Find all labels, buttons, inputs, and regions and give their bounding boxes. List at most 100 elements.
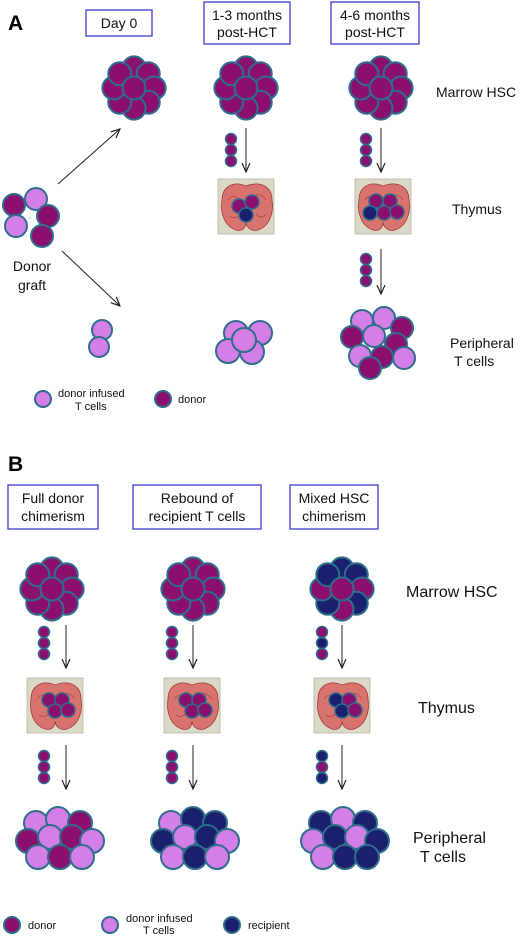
panel-a-row-marrow-hsc: Marrow HSC — [436, 84, 516, 100]
timepoint-4-6-line2: post-HCT — [345, 24, 405, 40]
peripheral-a-1-3-cell — [231, 327, 257, 353]
arrow-graft-to-peripheral — [61, 250, 120, 306]
peripheral-a-1-3 — [215, 320, 273, 365]
thymus-cells-b-rebound — [178, 692, 213, 719]
panel-a-row-peripheral-line1: Peripheral — [450, 335, 514, 351]
scenario-full-donor-line2: chimerism — [21, 508, 85, 524]
peripheral-a-4-6-cell — [358, 356, 382, 380]
donor-graft — [2, 187, 60, 248]
thymus-cells-a-4-6-cell — [376, 205, 392, 221]
timepoint-1-3-line1: 1-3 months — [212, 7, 282, 23]
progenitor-stack-b-rebound — [165, 625, 179, 661]
peripheral-a-4-6-cell — [362, 324, 386, 348]
donor-graft-line1: Donor — [13, 258, 51, 274]
donor-graft-cell — [4, 214, 28, 238]
thymus-cells-b-mixed-cell — [334, 703, 350, 719]
scenario-rebound-line1: Rebound of — [161, 490, 234, 506]
marrow-hsc-cluster-4-6 — [348, 55, 414, 121]
panel-b-row-thymus: Thymus — [418, 700, 475, 717]
thymus-cells-a-1-3-cell — [238, 207, 254, 223]
peripheral-b-full-cell — [47, 844, 73, 870]
thymus-cells-b-mixed — [328, 692, 363, 719]
donor-graft-line2: graft — [18, 277, 46, 293]
panel-b-scenario-boxes: Full donor chimerism Rebound of recipien… — [7, 484, 379, 530]
panel-a-thymus-cells — [231, 193, 405, 223]
progenitor-stack-b-mixed-cell — [315, 625, 329, 639]
marrow-hsc-cluster-mixed — [309, 556, 375, 622]
donor-graft-cell — [30, 224, 54, 248]
legend-b-donor: donor — [28, 920, 56, 932]
progenitor-stack-b-rebound-cell — [165, 625, 179, 639]
timepoint-1-3-line2: post-HCT — [217, 24, 277, 40]
marrow-hsc-cluster-day0-cell — [121, 75, 147, 101]
marrow-hsc-cluster-mixed-cell — [329, 576, 355, 602]
progenitor-stack-a-1-3-cell — [224, 132, 238, 146]
panel-a-row-thymus: Thymus — [452, 201, 502, 217]
thymus-cells-a-4-6-cell — [389, 204, 405, 220]
panel-a-label: A — [8, 12, 23, 35]
progenitor-stack-b-full-cell — [37, 636, 51, 650]
progenitor-stack-b-rebound-cell — [165, 636, 179, 650]
peripheral-b-mixed-cell — [354, 844, 380, 870]
peripheral-b-full — [15, 806, 105, 870]
peripheral-b-rebound-cell — [160, 844, 186, 870]
thymus-cells-b-full-cell — [60, 702, 76, 718]
progenitor-stack-a-4-6-cell — [359, 154, 373, 168]
thymus-cells-a-4-6-cell — [382, 193, 398, 209]
legend-a-donor: donor — [178, 394, 206, 406]
thymus-cells-a-1-3 — [231, 194, 260, 223]
progenitor-stack-a-1-3-cell — [224, 154, 238, 168]
thymus-cells-b-mixed-cell — [347, 702, 363, 718]
marrow-hsc-cluster-1-3 — [213, 55, 279, 121]
peripheral-b-mixed-cell — [310, 844, 336, 870]
legend-a-donor-swatch — [154, 390, 172, 408]
progenitor-stack-b-rebound-cell — [165, 647, 179, 661]
donor-graft-cell — [2, 193, 26, 217]
marrow-hsc-cluster-4-6-cell — [368, 75, 394, 101]
peripheral-b-mixed — [300, 806, 390, 870]
timepoint-4-6-line1: 4-6 months — [340, 7, 410, 23]
thymus-cells-b-rebound-cell — [184, 703, 200, 719]
panel-b-legend: donor donor infused T cells recipient — [3, 913, 290, 937]
thymocyte-stack-b-rebound-cell — [165, 771, 179, 785]
panel-b-row-peripheral-line2: T cells — [420, 849, 466, 866]
progenitor-stack-a-4-6-cell — [359, 143, 373, 157]
thymocyte-stack-a-4-6-cell — [359, 274, 373, 288]
thymocyte-stack-b-full-cell — [37, 760, 51, 774]
peripheral-b-rebound — [150, 806, 240, 870]
thymocyte-stack-b-mixed-cell — [315, 749, 329, 763]
thymocyte-stack-b-full-cell — [37, 749, 51, 763]
progenitor-stack-b-full-cell — [37, 625, 51, 639]
thymocyte-stack-b-mixed-cell — [315, 771, 329, 785]
legend-b-recipient: recipient — [248, 920, 290, 932]
legend-b-infused-line1: donor infused — [126, 913, 193, 925]
peripheral-b-rebound-cell — [204, 844, 230, 870]
peripheral-a-day0 — [88, 319, 113, 358]
donor-graft-cell — [24, 187, 48, 211]
scenario-box-mixed-hsc — [289, 484, 379, 530]
marrow-hsc-cluster-day0 — [101, 55, 167, 121]
peripheral-a-day0-cell — [88, 336, 110, 358]
marrow-hsc-cluster-full-donor — [19, 556, 85, 622]
peripheral-b-mixed-cell — [332, 844, 358, 870]
marrow-hsc-cluster-rebound — [160, 556, 226, 622]
timepoint-box-1-3-months — [203, 1, 291, 45]
panel-b-cells — [15, 556, 390, 870]
thymocyte-stack-b-mixed — [315, 749, 329, 785]
thymocyte-stack-a-4-6-cell — [359, 263, 373, 277]
legend-b-infused-swatch — [101, 916, 119, 934]
progenitor-stack-a-1-3-cell — [224, 143, 238, 157]
thymocyte-stack-a-4-6 — [359, 252, 373, 288]
peripheral-b-full-cell — [69, 844, 95, 870]
progenitor-stack-b-mixed-cell — [315, 636, 329, 650]
legend-a-infused-line2: T cells — [75, 401, 107, 413]
progenitor-stack-b-full — [37, 625, 51, 661]
thymocyte-stack-b-mixed-cell — [315, 760, 329, 774]
scenario-full-donor-line1: Full donor — [22, 490, 85, 506]
timepoint-box-4-6-months — [330, 1, 420, 45]
thymocyte-stack-b-full — [37, 749, 51, 785]
panel-a-timepoint-boxes: Day 0 1-3 months post-HCT 4-6 months pos… — [85, 1, 420, 45]
thymocyte-stack-b-rebound-cell — [165, 749, 179, 763]
peripheral-b-full-cell — [25, 844, 51, 870]
thymocyte-stack-b-rebound — [165, 749, 179, 785]
